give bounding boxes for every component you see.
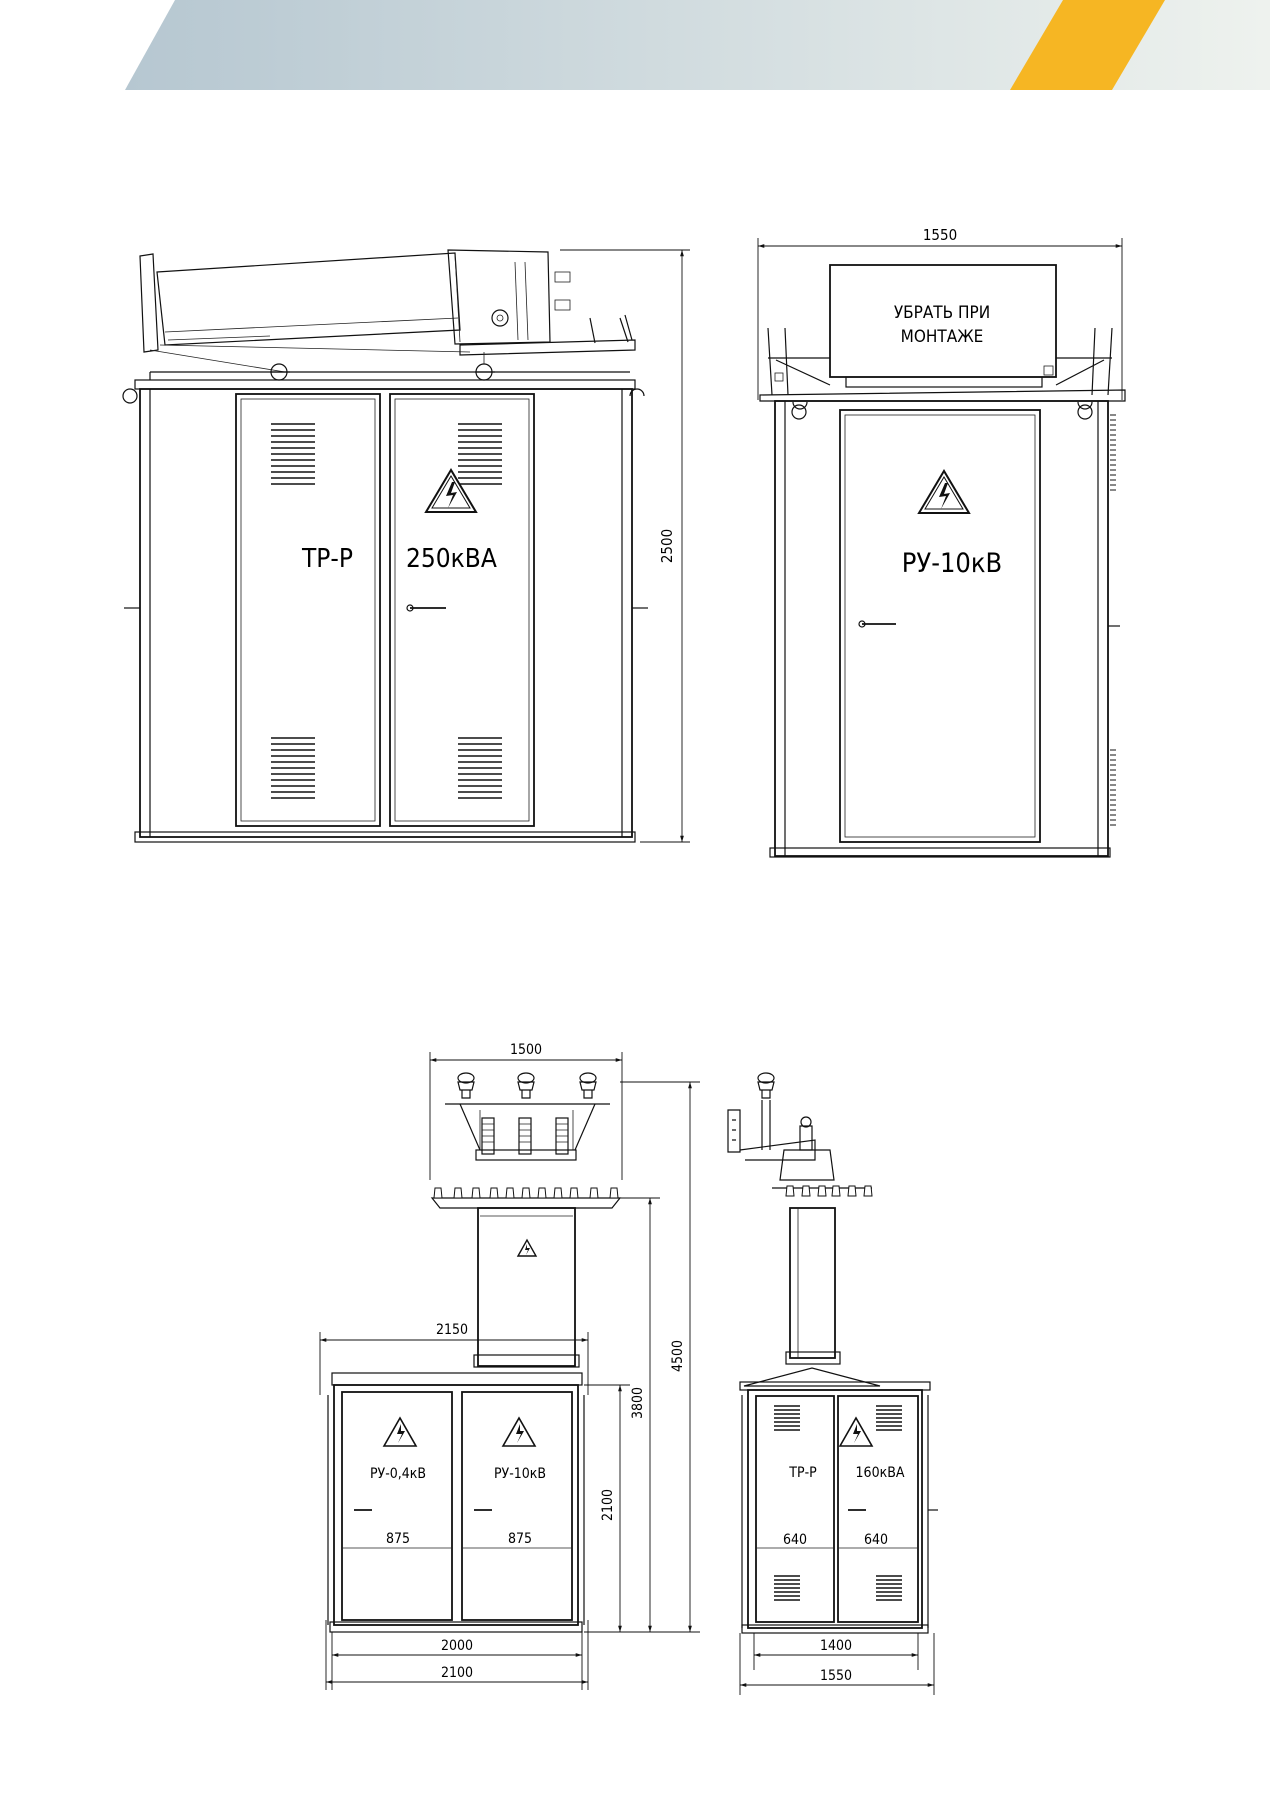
top-equipment: [139, 249, 636, 381]
door2-width: 875: [508, 1531, 532, 1547]
dim-width-text: 1550: [923, 226, 957, 244]
note-line2: МОНТАЖЕ: [901, 327, 984, 347]
door2-width: 640: [864, 1532, 888, 1548]
view-transformer-front: ТР-Р 250кВА 2500: [122, 249, 690, 843]
dimension-heights: 4500 3800 2100: [584, 1081, 700, 1633]
warning-icon: [501, 1416, 537, 1447]
dimension-roof-width: 2150: [319, 1322, 589, 1395]
side-brackets: [767, 327, 1113, 396]
view-switchgear-side: 1550 УБРАТЬ ПРИ МОНТАЖЕ: [757, 226, 1126, 858]
vent-grille: [876, 1405, 902, 1431]
small-insulator: [453, 1187, 463, 1199]
vent-grille: [876, 1575, 902, 1601]
label-power-rating: 250кВА: [406, 544, 497, 574]
dim-h-mid: 3800: [630, 1387, 646, 1419]
transformer-column: [743, 1207, 881, 1387]
dimension-height: 2500: [560, 249, 690, 843]
small-insulator: [817, 1185, 827, 1197]
cabinet-body: [739, 1381, 938, 1634]
vent-grille: [1110, 749, 1116, 826]
dim-base1: 1400: [820, 1638, 852, 1654]
door-ru-04: РУ-0,4кВ 875: [341, 1391, 453, 1621]
header-band: [125, 0, 1270, 90]
note-line1: УБРАТЬ ПРИ: [894, 303, 990, 323]
transformer-column: [473, 1207, 580, 1368]
dim-h-total: 4500: [670, 1340, 686, 1372]
warning-icon: [838, 1416, 874, 1447]
door2-label: РУ-10кВ: [494, 1466, 546, 1482]
dim-base2: 1550: [820, 1668, 852, 1684]
header-accent-stripe: [1010, 0, 1165, 90]
vent-grille: [458, 737, 502, 799]
small-insulator: [433, 1187, 443, 1199]
vent-grille: [271, 737, 315, 799]
small-insulator: [589, 1187, 599, 1199]
vent-grille: [1110, 414, 1116, 491]
removable-top-box: УБРАТЬ ПРИ МОНТАЖЕ: [829, 264, 1057, 388]
label-tr-r: ТР-Р: [301, 544, 353, 574]
cabinet-body: [124, 388, 648, 843]
small-insulator: [569, 1187, 579, 1199]
roof: [122, 371, 645, 404]
dimension-base: 1400 1550: [739, 1633, 935, 1695]
door-handle: [406, 604, 446, 612]
door1-width: 875: [386, 1531, 410, 1547]
small-insulator: [521, 1187, 531, 1199]
dim-height-text: 2500: [658, 529, 676, 563]
door-left: [235, 393, 381, 827]
door-tr-r: ТР-Р 640: [755, 1395, 835, 1623]
door-ru-10: РУ-10кВ 875: [461, 1391, 573, 1621]
small-insulator: [489, 1187, 499, 1199]
dim-h-body: 2100: [600, 1489, 616, 1521]
roof-rail: [759, 389, 1126, 420]
small-insulator: [863, 1185, 873, 1197]
small-insulator: [609, 1187, 619, 1199]
small-insulator: [847, 1185, 857, 1197]
dimension-base: 2000 2100: [325, 1620, 589, 1690]
dimension-width-top: 1550: [757, 226, 1123, 400]
small-insulator: [553, 1187, 563, 1199]
dimension-top-width: 1500: [429, 1042, 623, 1180]
vent-grille: [458, 423, 502, 485]
dim-base1: 2000: [441, 1638, 473, 1654]
small-insulator: [831, 1185, 841, 1197]
mast-top: [727, 1072, 873, 1197]
view-mast-substation-side: ТР-Р 640 160кВА 640 1400 1550: [727, 1072, 938, 1695]
high-voltage-warning-icon: [917, 469, 971, 514]
door1-label: ТР-Р: [788, 1465, 817, 1481]
small-insulator: [537, 1187, 547, 1199]
cabinet-body: [327, 1372, 585, 1633]
small-insulator: [505, 1187, 515, 1199]
door1-label: РУ-0,4кВ: [370, 1466, 426, 1482]
door2-label: 160кВА: [856, 1465, 905, 1481]
door-160kva: 160кВА 640: [837, 1395, 919, 1623]
high-voltage-warning-icon: [424, 468, 478, 513]
door-right: [389, 393, 535, 827]
arresters: [475, 1117, 577, 1161]
small-insulator: [471, 1187, 481, 1199]
cabinet-body: [769, 400, 1120, 858]
door1-width: 640: [783, 1532, 807, 1548]
small-insulator: [801, 1185, 811, 1197]
door: РУ-10кВ: [839, 409, 1041, 843]
vent-grille: [774, 1575, 800, 1601]
small-insulator: [785, 1185, 795, 1197]
warning-icon: [382, 1416, 418, 1447]
vent-grille: [774, 1405, 800, 1431]
cross-arm: [430, 1187, 622, 1209]
warning-icon: [516, 1238, 538, 1257]
dim-top-text: 1500: [510, 1042, 542, 1058]
door-label: РУ-10кВ: [902, 548, 1002, 579]
dim-base2: 2100: [441, 1665, 473, 1681]
insulators-top: [445, 1072, 610, 1151]
vent-grille: [271, 423, 315, 485]
door-handle: [858, 620, 896, 628]
view-mast-substation-front: 1500: [319, 1042, 700, 1690]
dim-roof-text: 2150: [436, 1322, 468, 1338]
